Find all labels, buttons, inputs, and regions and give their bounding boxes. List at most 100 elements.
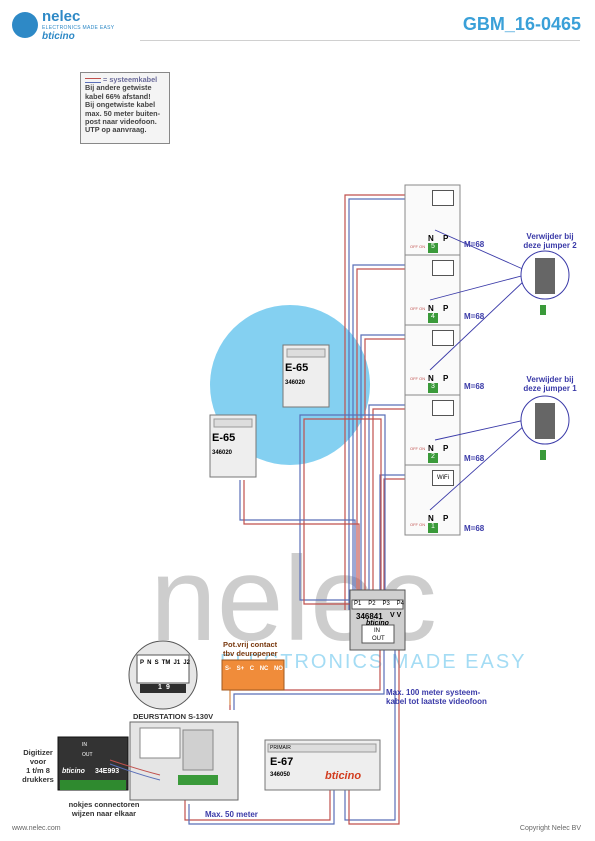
distributor-code: 346841 bbox=[356, 612, 383, 621]
terminal-nc: NC bbox=[259, 666, 269, 672]
note-line: Bij andere getwiste bbox=[85, 83, 152, 93]
port-p4: P4 bbox=[396, 601, 404, 607]
door-terminals: P N S TM J1 J2 bbox=[140, 660, 190, 666]
port-p1: P1 bbox=[354, 601, 362, 607]
jumper-2-label: Verwijder bij deze jumper 2 bbox=[523, 232, 577, 250]
offon-switch: OFF ON bbox=[410, 306, 426, 311]
distributor-ports: P1 P2 P3 P4 bbox=[354, 601, 404, 607]
max50-note: Max. 50 meter bbox=[205, 810, 258, 819]
note-line: UTP op aanvraag. bbox=[85, 125, 147, 135]
jumper-arrows bbox=[429, 229, 526, 511]
monitor-p: P bbox=[443, 444, 449, 453]
offon-switch: OFF ON bbox=[410, 376, 426, 381]
monitor-p: P bbox=[443, 234, 449, 243]
offon-switch: OFF ON bbox=[410, 522, 426, 527]
e67-name: E-67 bbox=[270, 756, 294, 768]
logo-mark-icon bbox=[12, 12, 38, 38]
legend-line: = systeemkabel bbox=[85, 75, 165, 84]
monitor-n: N bbox=[428, 234, 434, 243]
monitor-4: OFF ON N P 4 bbox=[410, 260, 458, 323]
e65-b-name: E-65 bbox=[212, 432, 236, 444]
header-rule bbox=[140, 40, 580, 41]
monitor-screen-icon bbox=[432, 260, 454, 276]
watermark-tagline: ELECTRONICS MADE EASY bbox=[220, 651, 527, 673]
e67-code: 346050 bbox=[270, 772, 291, 778]
cable-note-box: = systeemkabel Bij andere getwiste kabel… bbox=[80, 72, 170, 144]
door-terminal-s: S bbox=[154, 660, 159, 666]
digitizer-code: 34E993 bbox=[95, 768, 120, 775]
monitor-4-m-label: M=68 bbox=[464, 312, 485, 321]
note-line: Bij ongetwiste kabel bbox=[85, 100, 156, 110]
document-code: GBM_16-0465 bbox=[462, 14, 581, 34]
e65-b-code: 346020 bbox=[212, 450, 233, 456]
footer-copyright: Copyright Nelec BV bbox=[519, 825, 581, 832]
note-line: post naar videofoon. bbox=[85, 117, 157, 127]
nokjes-note: nokjes connectoren wijzen naar elkaar bbox=[68, 800, 140, 818]
monitor-n: N bbox=[428, 514, 434, 523]
jumper-illustration-2 bbox=[520, 395, 570, 460]
note-line: kabel 66% afstand! bbox=[85, 91, 151, 101]
offon-switch: OFF ON bbox=[410, 446, 426, 451]
door-station-unit bbox=[129, 721, 239, 801]
digitizer-label: Digitizer voor 1 t/m 8 drukkers bbox=[22, 748, 54, 784]
door-terminal-j1: J1 bbox=[173, 660, 181, 666]
monitor-2-m-label: M=68 bbox=[464, 454, 485, 463]
monitor-5: OFF ON N P 5 bbox=[410, 190, 458, 253]
door-station-title: DEURSTATION S-130V bbox=[133, 712, 214, 721]
distributor-out: OUT bbox=[372, 636, 385, 642]
digitizer-brand: bticino bbox=[62, 768, 85, 775]
monitor-3: OFF ON N P 3 bbox=[410, 330, 458, 393]
monitor-3-m-label: M=68 bbox=[464, 382, 485, 391]
digitizer-in: IN bbox=[82, 742, 87, 748]
door-terminal-j2: J2 bbox=[183, 660, 190, 666]
terminal-no: NO bbox=[273, 666, 283, 672]
monitor-n: N bbox=[428, 374, 434, 383]
footer-website: www.nelec.com bbox=[12, 825, 61, 832]
e65-a-name: E-65 bbox=[285, 362, 309, 374]
e65-unit-b bbox=[209, 414, 257, 478]
monitor-number: 4 bbox=[428, 313, 438, 323]
terminal-c: C bbox=[249, 666, 255, 672]
digitizer-unit bbox=[57, 736, 161, 791]
monitor-1: WiFi OFF ON N P 1 bbox=[410, 470, 458, 533]
e67-unit bbox=[264, 739, 381, 791]
door-bottom-1: 1 bbox=[158, 684, 162, 691]
system-cables bbox=[184, 194, 405, 825]
e67-primair: PRIMAIR bbox=[270, 745, 291, 751]
monitor-n: N bbox=[428, 304, 434, 313]
port-p2: P2 bbox=[368, 601, 376, 607]
distributor-in: IN bbox=[374, 628, 380, 634]
logo-partner: bticino bbox=[42, 31, 75, 42]
nelec-logo: nelec ELECTRONICS MADE EASY bticino bbox=[12, 8, 132, 48]
monitor-screen-icon bbox=[432, 330, 454, 346]
distributor-346841 bbox=[349, 589, 406, 651]
monitor-number: 2 bbox=[428, 453, 438, 463]
door-terminal-tm: TM bbox=[161, 660, 171, 666]
port-p3: P3 bbox=[382, 601, 390, 607]
monitor-screen-icon bbox=[432, 190, 454, 206]
monitor-screen-icon bbox=[432, 400, 454, 416]
monitor-5-m-label: M=68 bbox=[464, 240, 485, 249]
monitor-1-m-label: M=68 bbox=[464, 524, 485, 533]
logo-tagline: ELECTRONICS MADE EASY bbox=[42, 25, 115, 31]
note-line: max. 50 meter buiten- bbox=[85, 108, 161, 118]
terminal-s-plus: S+ bbox=[236, 666, 245, 672]
monitor-screen-wifi: WiFi bbox=[432, 470, 454, 486]
monitor-number: 5 bbox=[428, 243, 438, 253]
potvrij-note: Pot.vrij contact tbv deuropener bbox=[223, 640, 278, 658]
monitor-number: 3 bbox=[428, 383, 438, 393]
jumper-illustration-1 bbox=[520, 250, 570, 315]
e67-brand: bticino bbox=[325, 770, 362, 782]
jumper-1-label: Verwijder bij deze jumper 1 bbox=[523, 375, 577, 393]
monitor-2: OFF ON N P 2 bbox=[410, 400, 458, 463]
monitor-p: P bbox=[443, 374, 449, 383]
relay-terminals: S- S+ C NC NO bbox=[225, 666, 283, 672]
door-terminal-p: P bbox=[140, 660, 145, 666]
max100-note: Max. 100 meter systeem- kabel tot laatst… bbox=[386, 688, 487, 706]
e65-unit-a bbox=[282, 344, 330, 408]
monitor-n: N bbox=[428, 444, 434, 453]
door-bottom-9: 9 bbox=[166, 684, 170, 691]
terminal-zoom bbox=[128, 640, 198, 710]
